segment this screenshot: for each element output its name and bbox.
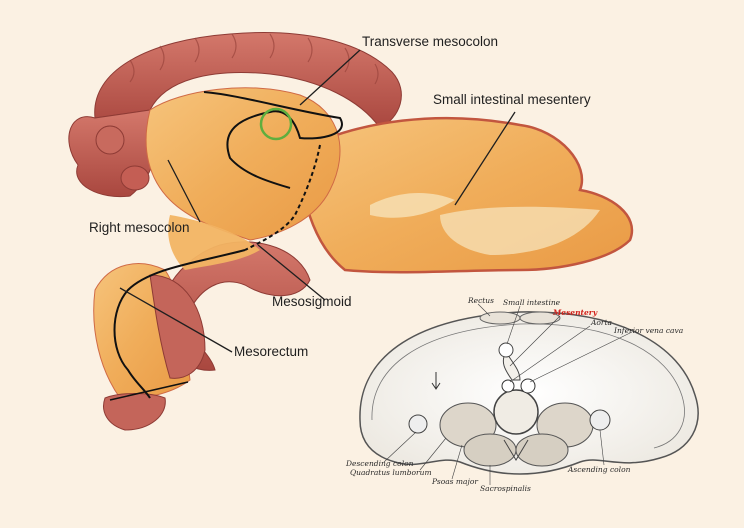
cs-label-rectus: Rectus [468, 296, 494, 305]
cs-label-ascending-colon: Ascending colon [568, 465, 631, 474]
vertebral-body [493, 389, 539, 435]
cs-label-sacrospinalis: Sacrospinalis [480, 484, 531, 493]
label-small-intestinal-mesentery: Small intestinal mesentery [433, 92, 591, 107]
cs-label-inferior-vena-cava: Inferior vena cava [614, 326, 684, 335]
aorta [501, 379, 515, 393]
inferior-vena-cava [520, 378, 536, 394]
rectus-muscle [479, 311, 521, 325]
mesenteric-root-line [203, 91, 343, 189]
transverse-colon [94, 32, 402, 129]
small-intestine [498, 342, 514, 358]
label-mesorectum: Mesorectum [234, 344, 309, 359]
ascending-colon-section [589, 409, 611, 431]
sacrospinalis [463, 433, 517, 467]
abdominal-cross-section [359, 303, 699, 485]
small-intestinal-mesentery [298, 116, 634, 274]
cs-label-descending-colon: Descending colon [346, 459, 414, 468]
cs-label-small-intestine: Small intestine [503, 298, 561, 307]
label-transverse-mesocolon: Transverse mesocolon [362, 34, 499, 49]
mesosigmoid [168, 215, 260, 270]
leader-lines [119, 49, 516, 353]
cs-label-psoas-major: Psoas major [432, 477, 478, 486]
label-right-mesocolon: Right mesocolon [89, 220, 190, 235]
rectum [149, 274, 206, 379]
label-mesosigmoid: Mesosigmoid [272, 294, 352, 309]
descending-colon [408, 414, 428, 434]
cs-label-mesentery: Mesentery [553, 308, 598, 317]
highlight-ring [259, 107, 293, 141]
cs-label-aorta: Aorta [591, 318, 613, 327]
colon-and-mesentery [68, 32, 634, 431]
cs-label-quadratus-lumborum: Quadratus lumborum [350, 468, 432, 477]
